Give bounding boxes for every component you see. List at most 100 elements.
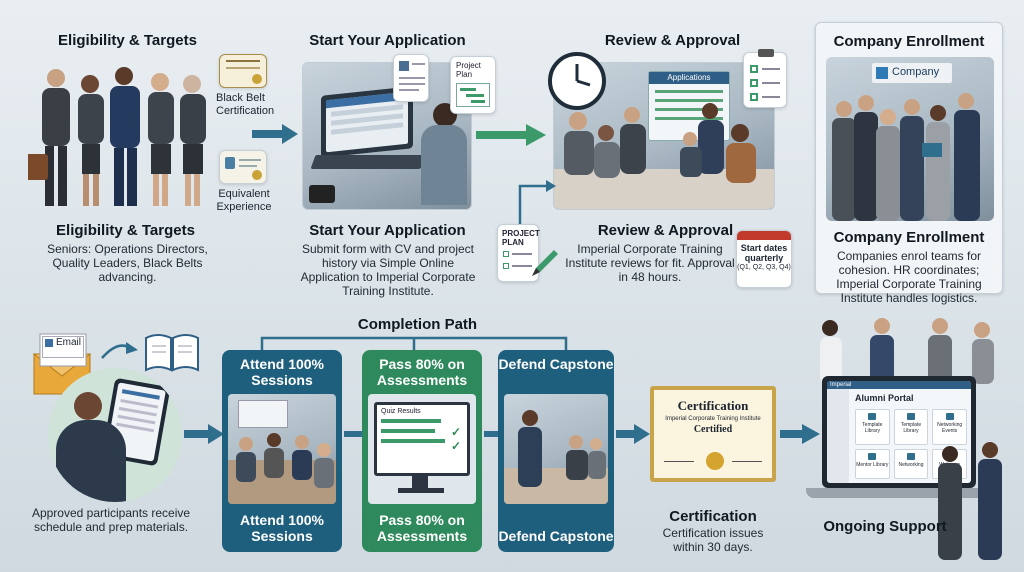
flow-arrow-5 <box>780 424 820 444</box>
alumni-people-bottom <box>930 440 1010 560</box>
certificate-heading: Certification <box>677 398 749 413</box>
portal-tile[interactable]: Networking Events <box>932 409 967 445</box>
portal-tile-label: Networking Events <box>937 422 963 434</box>
stage-1-foot: Attend 100% Sessions <box>239 512 325 544</box>
portal-tile[interactable]: Networking <box>893 449 929 479</box>
portal-tile-icon <box>868 413 877 420</box>
certificate-institute: Imperial Corporate Training Institute <box>665 416 761 422</box>
completion-path-title: Completion Path <box>357 316 478 333</box>
enrollment-people <box>832 93 980 221</box>
review-top-title: Review & Approval <box>604 32 741 49</box>
clock-icon <box>548 52 606 110</box>
portal-brand: Imperial <box>827 381 971 389</box>
team-of-leaders-icon <box>26 67 206 206</box>
application-top-title: Start Your Application <box>309 32 466 49</box>
calendar-quarters: (Q1, Q2, Q3, Q4) <box>737 264 791 271</box>
company-enrollment-panel: Company Enrollment Company Company Enrol… <box>815 22 1003 305</box>
review-title: Review & Approval <box>597 222 734 239</box>
cv-document-icon <box>393 54 429 102</box>
connector-arrow-up <box>518 180 558 230</box>
email-label: Email <box>56 337 82 348</box>
certificate-document: Certification Imperial Corporate Trainin… <box>650 386 776 482</box>
portal-tile-label: Template Library <box>862 422 883 434</box>
enrollment-team-illustration: Company <box>826 57 994 221</box>
portal-tile-icon <box>945 413 954 420</box>
flow-arrow-4 <box>616 424 650 444</box>
stage-pass-assessments: Pass 80% on Assessments Quiz Results ✓ ✓… <box>362 350 482 552</box>
equivalent-experience-label: Equivalent Experience <box>216 188 272 213</box>
portal-tile-label: Template Library <box>900 422 922 434</box>
stage-connector-1 <box>344 426 364 442</box>
portal-tile-icon <box>906 413 915 420</box>
email-to-book-arrow <box>100 338 140 362</box>
stage-1-head: Attend 100% Sessions <box>239 356 325 388</box>
black-belt-label: Black Belt Certification <box>216 92 275 117</box>
portal-tile[interactable]: Template Library <box>893 409 929 445</box>
ongoing-support-title: Ongoing Support <box>823 518 947 535</box>
experience-certificate-icon <box>219 150 267 184</box>
company-logo-sign: Company <box>872 63 952 83</box>
flow-arrow-2 <box>476 124 546 146</box>
prep-tablet-illustration <box>48 368 182 502</box>
phone-icon <box>309 185 335 203</box>
application-illustration <box>302 62 472 210</box>
portal-tile-icon <box>868 453 877 460</box>
portal-tile[interactable]: Template Library <box>855 409 890 445</box>
eligibility-title: Eligibility & Targets <box>56 222 195 239</box>
stage-defend-capstone: Defend Capstone Defend Capstone <box>498 350 614 552</box>
stage-3-foot: Defend Capstone <box>498 528 614 544</box>
check-icon: ✓ <box>450 425 461 439</box>
review-description: Imperial Corporate Training Institute re… <box>565 242 735 284</box>
quiz-monitor-illustration: Quiz Results ✓ ✓ <box>368 394 476 504</box>
black-belt-certificate-icon <box>219 54 267 88</box>
application-description: Submit form with CV and project history … <box>300 242 476 298</box>
portal-tile[interactable]: Mentor Library <box>855 449 890 479</box>
certificate-certified-word: Certified <box>693 424 733 435</box>
enrollment-description: Companies enrol teams for cohesion. HR c… <box>836 249 982 305</box>
flow-arrow-3 <box>184 424 224 444</box>
calendar-start-dates: Start dates quarterly <box>740 243 788 263</box>
review-meeting-illustration: Applications <box>553 62 775 210</box>
applications-board: Applications <box>648 71 730 141</box>
certification-description: Certification issues within 30 days. <box>662 526 764 554</box>
gold-seal-icon <box>706 452 724 470</box>
laptop-base <box>806 488 992 498</box>
quiz-results-title: Quiz Results <box>381 408 421 415</box>
portal-title: Alumni Portal <box>855 393 914 403</box>
application-title: Start Your Application <box>309 222 466 239</box>
eligibility-people-illustration <box>26 62 218 212</box>
flow-arrow-1 <box>252 124 298 144</box>
stage-3-head: Defend Capstone <box>498 356 614 372</box>
pen-icon <box>528 246 562 280</box>
portal-tile-icon <box>906 453 915 460</box>
portal-tile-label: Networking <box>898 462 924 468</box>
eligibility-top-title: Eligibility & Targets <box>58 32 197 49</box>
eligibility-description: Seniors: Operations Directors, Quality L… <box>47 242 208 284</box>
stage-attend-sessions: Attend 100% Sessions Attend 100% Session… <box>222 350 342 552</box>
open-book-icon <box>144 332 200 372</box>
stage-2-head: Pass 80% on Assessments <box>376 356 468 388</box>
certification-title: Certification <box>669 508 757 525</box>
check-icon-2: ✓ <box>450 439 461 453</box>
review-project-plan-label: PROJECT PLAN <box>502 229 540 247</box>
enrollment-top-title: Company Enrollment <box>833 33 985 50</box>
prep-description: Approved participants receive schedule a… <box>31 506 191 534</box>
project-plan-doc-label: Project Plan <box>456 61 481 79</box>
classroom-illustration <box>228 394 336 504</box>
alumni-people-top <box>812 314 1008 384</box>
stage-connector-2 <box>484 426 500 442</box>
project-plan-document-icon: Project Plan <box>450 56 496 114</box>
company-logo-icon <box>876 67 888 79</box>
checklist-clipboard-icon <box>743 49 787 108</box>
enrollment-title: Company Enrollment <box>833 229 985 246</box>
capstone-presentation-illustration <box>504 394 608 504</box>
portal-tile-label: Mentor Library <box>856 462 889 468</box>
stage-2-foot: Pass 80% on Assessments <box>376 512 468 544</box>
email-envelope-icon: Email <box>32 332 94 398</box>
calendar-icon: Start dates quarterly (Q1, Q2, Q3, Q4) <box>736 230 792 288</box>
company-logo-text: Company <box>892 66 940 78</box>
applications-board-title: Applications <box>649 72 729 84</box>
project-plan-clipboard-icon: PROJECT PLAN <box>497 224 540 282</box>
